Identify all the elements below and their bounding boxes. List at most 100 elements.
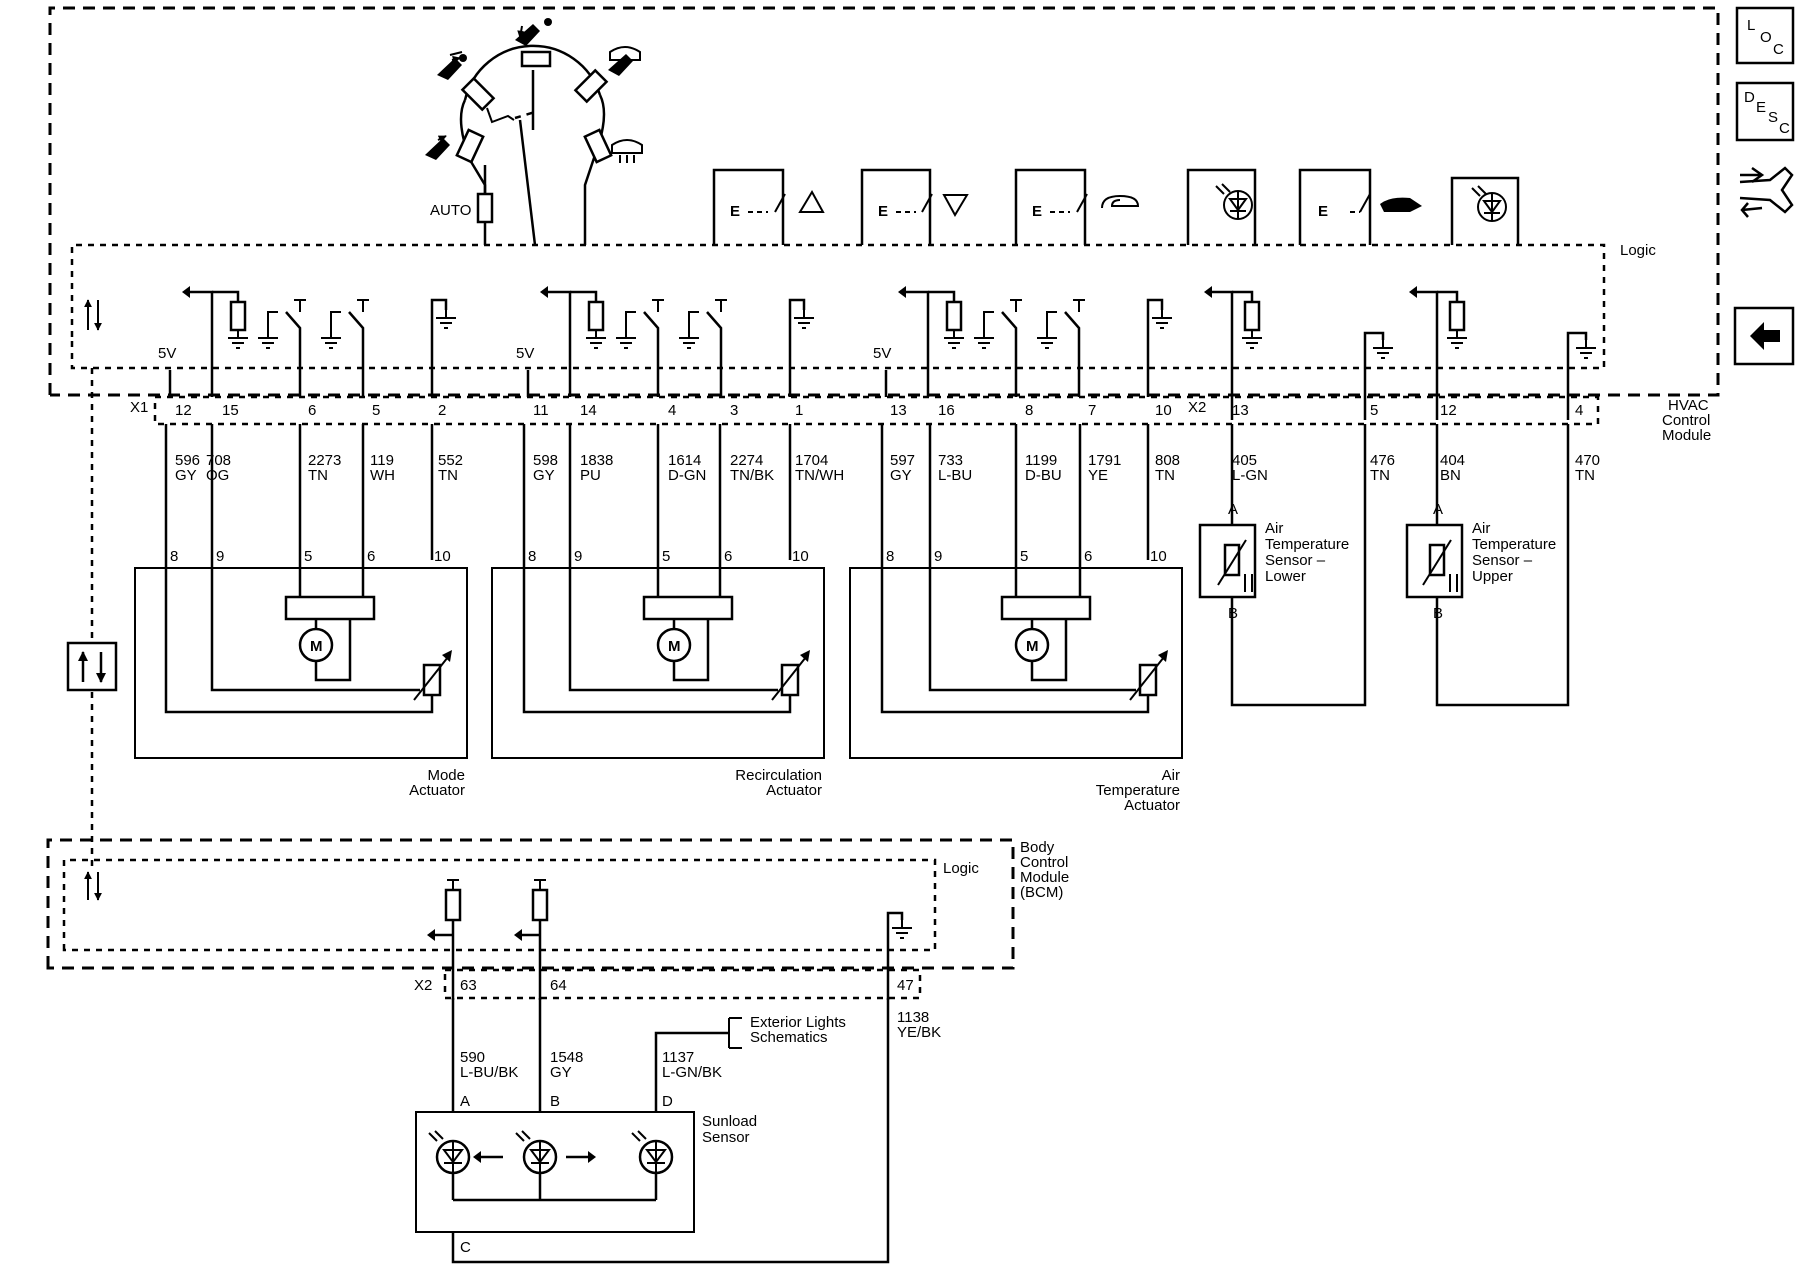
wire-1199-number: 1199	[1025, 452, 1057, 469]
actuator-pin-6: 6	[367, 548, 375, 565]
wire-1791-color: YE	[1088, 467, 1108, 484]
photodiode-2-icon	[515, 1130, 596, 1200]
wire-1199-color: D-BU	[1025, 467, 1062, 484]
x1-pin-5: 5	[372, 402, 380, 419]
ground-icon	[258, 330, 278, 349]
actuator-pin-5: 5	[1020, 548, 1028, 565]
sensor-label-2-2: Sensor –	[1472, 552, 1533, 569]
mode-resistor-lower-right	[583, 128, 613, 164]
x2-label: X2	[1188, 399, 1206, 416]
mode-resistor-right	[573, 68, 609, 104]
mode-resistor-lower-left	[455, 128, 485, 164]
sensor-logic-1	[1204, 286, 1393, 420]
sensor-pin-a: A	[1433, 501, 1443, 518]
wire-1838-number: 1838	[580, 452, 613, 469]
pullup-resistor	[1448, 300, 1466, 332]
x2-pin-13: 13	[1232, 402, 1249, 419]
wire-590-color: L-BU/BK	[460, 1064, 518, 1081]
connector-tool-icon[interactable]	[1739, 166, 1794, 218]
actuator-label-3-0: Air	[1162, 767, 1180, 784]
actuator-pin-9: 9	[216, 548, 224, 565]
indicator-2	[1450, 176, 1520, 245]
sensor-label-2-1: Temperature	[1472, 536, 1556, 553]
sensor-arrow	[1129, 656, 1165, 701]
sensor-arrow	[771, 656, 807, 701]
sunload-pin-d: D	[662, 1093, 673, 1110]
x1-pin-14: 14	[580, 402, 597, 419]
mode-control-knob: AUTO	[425, 18, 643, 246]
x2-pin-4: 4	[1575, 402, 1583, 419]
bcm-label-4: (BCM)	[1020, 884, 1063, 901]
desc-letter-d: D	[1744, 89, 1755, 106]
defrost-floor-icon	[608, 46, 641, 76]
ground-icon	[1242, 330, 1262, 349]
wire-552-number: 552	[438, 452, 463, 469]
wire-590-number: 590	[460, 1049, 485, 1066]
wire-119-color: WH	[370, 467, 395, 484]
actuator-driver-block	[642, 595, 734, 621]
actuator-pin-8: 8	[528, 548, 536, 565]
actuator-label-2-1: Actuator	[766, 782, 822, 799]
x2-pin-5: 5	[1370, 402, 1378, 419]
pullup-resistor	[945, 300, 963, 332]
ground-icon	[1576, 340, 1596, 359]
wire-596-number: 596	[175, 452, 200, 469]
wire-597-number: 597	[890, 452, 915, 469]
vent-bilevel-icon	[515, 18, 552, 46]
x1-pin-8: 8	[1025, 402, 1033, 419]
location-button[interactable]: L O C	[1735, 6, 1795, 65]
wire-405-number: 405	[1232, 452, 1257, 469]
actuator-pin-8: 8	[170, 548, 178, 565]
back-arrow-button[interactable]	[1733, 306, 1795, 366]
wire-476-color: TN	[1370, 467, 1390, 484]
sensor-label-1-1: Temperature	[1265, 536, 1349, 553]
ground-icon	[436, 310, 456, 329]
logic-group-3	[884, 286, 1172, 397]
switch-down-letter: E	[878, 203, 888, 220]
arrow-icon	[898, 286, 906, 298]
wire-596-color: GY	[175, 467, 197, 484]
bcm-x2-label: X2	[414, 977, 432, 994]
sunload-label-1: Sunload	[702, 1113, 757, 1130]
exterior-lights-bracket	[728, 1017, 742, 1049]
bcm-input-1	[427, 879, 462, 1000]
wire-1704-number: 1704	[795, 452, 828, 469]
logic-group-2	[526, 286, 814, 397]
arrow-icon	[1158, 650, 1168, 662]
wire-119-number: 119	[370, 452, 394, 469]
arrow-icon	[427, 929, 435, 941]
wire-598-color: GY	[533, 467, 555, 484]
wire-1548-number: 1548	[550, 1049, 583, 1066]
serial-data-icon	[84, 299, 102, 331]
auto-label: AUTO	[430, 202, 471, 219]
bcm-ground-icon	[892, 920, 912, 939]
hvac-logic-label: Logic	[1620, 242, 1656, 259]
photodiode-1-icon	[428, 1130, 503, 1200]
x1-pin-11: 11	[533, 402, 549, 419]
defrost-icon	[611, 139, 643, 163]
desc-letter-e: E	[1756, 99, 1766, 116]
x1-pin-6: 6	[308, 402, 316, 419]
sunload-sensor-box	[415, 1111, 695, 1233]
x1-pin-1: 1	[795, 402, 803, 419]
x1-pin-4: 4	[668, 402, 676, 419]
wire-1704-color: TN/WH	[795, 467, 844, 484]
ground-icon	[616, 330, 636, 349]
hvac-control-module: Logic HVAC Control Module	[48, 6, 1720, 444]
bcm-pullup-resistor	[531, 888, 549, 922]
ground-icon	[586, 330, 606, 349]
description-button[interactable]: D E S C	[1735, 81, 1795, 142]
loc-letter-l: L	[1747, 17, 1755, 34]
bcm-input-2	[514, 879, 549, 1000]
actuator-label-1-1: Actuator	[409, 782, 465, 799]
arrow-icon	[514, 929, 522, 941]
bcm-pin-64: 64	[550, 977, 567, 994]
sensor-label-1-2: Sensor –	[1265, 552, 1326, 569]
5v-label-mode: 5V	[158, 345, 176, 362]
switch-recirc-letter: E	[1032, 203, 1042, 220]
sensor-logic-2	[1409, 286, 1596, 420]
